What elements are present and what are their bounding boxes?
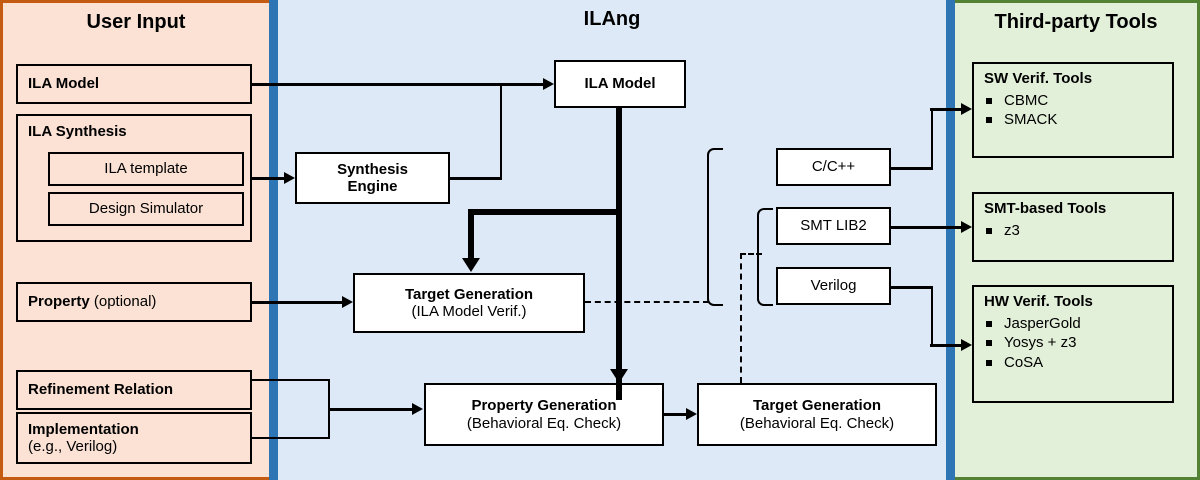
- node-synthesis-engine-line1: Synthesis: [337, 160, 408, 178]
- node-ila-model-label: ILA Model: [584, 75, 656, 93]
- node-output-verilog-label: Verilog: [810, 277, 857, 295]
- node-target-gen-ila[interactable]: Target Generation (ILA Model Verif.): [353, 273, 585, 333]
- node-output-smtlib2[interactable]: SMT LIB2: [776, 207, 891, 245]
- node-property-suffix: (optional): [93, 293, 157, 311]
- node-target-gen-beq[interactable]: Target Generation (Behavioral Eq. Check): [697, 383, 937, 446]
- group-smt-based-tools-list: z3: [974, 221, 1172, 240]
- node-target-gen-ila-line2: (ILA Model Verif.): [411, 303, 527, 320]
- node-property-label: Property (optional): [28, 293, 157, 311]
- tool-item: JasperGold: [974, 314, 1172, 333]
- node-output-smtlib2-label: SMT LIB2: [800, 217, 867, 235]
- edge-verilog-out: [891, 286, 933, 289]
- node-refinement-relation-label: Refinement Relation: [28, 381, 174, 399]
- node-ila-template[interactable]: ILA template: [48, 152, 244, 186]
- tool-item: z3: [974, 221, 1172, 240]
- edge-dashed-bracket-to-target-gen-beq: [740, 253, 742, 383]
- node-design-simulator[interactable]: Design Simulator: [48, 192, 244, 226]
- group-sw-verif-tools[interactable]: SW Verif. Tools CBMC SMACK: [972, 62, 1174, 158]
- group-smt-based-tools-title: SMT-based Tools: [984, 200, 1107, 217]
- arrowhead-property-gen-left: [412, 403, 423, 415]
- node-refinement-relation[interactable]: Refinement Relation: [16, 370, 252, 410]
- edge-ila-model-trunk: [616, 107, 622, 400]
- node-ila-synthesis[interactable]: ILA Synthesis ILA template Design Simula…: [16, 114, 252, 242]
- arrowhead-ila-model: [543, 78, 554, 90]
- bracket-smt-verilog: [757, 208, 773, 306]
- node-output-verilog[interactable]: Verilog: [776, 267, 891, 305]
- edge-synth-out: [450, 177, 502, 180]
- node-synthesis-engine-line2: Engine: [347, 178, 398, 195]
- edge-synth-riser: [499, 83, 502, 179]
- node-property[interactable]: Property (optional): [16, 282, 252, 322]
- panel-third-party-tools-title: Third-party Tools: [994, 11, 1158, 33]
- arrowhead-target-gen-ila-left: [342, 296, 353, 308]
- arrowhead-property-gen: [610, 369, 628, 383]
- group-hw-verif-tools-title: HW Verif. Tools: [984, 293, 1093, 310]
- node-implementation-sub: (e.g., Verilog): [28, 438, 118, 455]
- node-target-gen-ila-line1: Target Generation: [404, 285, 534, 303]
- edge-ila-model-to-ila-model: [252, 83, 543, 86]
- node-ila-model-input[interactable]: ILA Model: [16, 64, 252, 104]
- node-property-gen-line2: (Behavioral Eq. Check): [466, 414, 622, 432]
- node-target-gen-beq-line1: Target Generation: [752, 397, 882, 415]
- group-smt-based-tools[interactable]: SMT-based Tools z3: [972, 192, 1174, 262]
- bracket-all-outputs: [707, 148, 723, 306]
- group-sw-verif-tools-title: SW Verif. Tools: [984, 70, 1093, 87]
- node-target-gen-beq-line2: (Behavioral Eq. Check): [739, 414, 895, 432]
- node-design-simulator-label: Design Simulator: [88, 200, 204, 218]
- edge-cpp-out: [891, 167, 933, 170]
- edge-trunk-branch-down: [468, 209, 474, 259]
- node-output-cpp-label: C/C++: [811, 158, 856, 176]
- arrowhead-synthesis-engine: [284, 172, 295, 184]
- node-output-cpp[interactable]: C/C++: [776, 148, 891, 186]
- edge-cpp-to-sw-tools: [930, 108, 963, 111]
- panel-ilang-title: ILAng: [583, 8, 641, 30]
- tool-item: CBMC: [974, 91, 1172, 110]
- edge-merge-to-property-gen: [328, 408, 413, 411]
- node-implementation-label: Implementation: [28, 420, 139, 438]
- edge-template-to-synth: [252, 177, 284, 180]
- edge-cpp-riser: [930, 108, 933, 169]
- edge-dashed-bracket-stub: [740, 253, 762, 255]
- edge-dashed-target-gen-ila-to-bracket: [585, 301, 709, 303]
- group-sw-verif-tools-list: CBMC SMACK: [974, 91, 1172, 129]
- arrowhead-smt-based-tools: [961, 221, 972, 233]
- edge-property-gen-to-target-gen-beq: [664, 413, 686, 416]
- node-property-gen[interactable]: Property Generation (Behavioral Eq. Chec…: [424, 383, 664, 446]
- node-implementation[interactable]: Implementation (e.g., Verilog): [16, 412, 252, 464]
- node-ila-template-label: ILA template: [104, 160, 188, 178]
- arrowhead-sw-verif-tools: [961, 103, 972, 115]
- edge-smtlib2-to-smt-tools: [891, 226, 963, 229]
- tool-item: CoSA: [974, 353, 1172, 372]
- node-ila-model[interactable]: ILA Model: [554, 60, 686, 108]
- edge-merge-refinement-implementation: [252, 379, 330, 439]
- arrowhead-hw-verif-tools: [961, 339, 972, 351]
- edge-verilog-drop: [930, 286, 933, 347]
- tool-item: Yosys + z3: [974, 333, 1172, 352]
- edge-verilog-to-hw-tools: [930, 344, 963, 347]
- edge-trunk-branch: [468, 209, 622, 215]
- node-property-gen-line1: Property Generation: [471, 397, 617, 415]
- node-ila-model-input-label: ILA Model: [28, 75, 100, 93]
- group-hw-verif-tools[interactable]: HW Verif. Tools JasperGold Yosys + z3 Co…: [972, 285, 1174, 403]
- arrowhead-target-gen-ila: [462, 258, 480, 272]
- edge-property-to-target-gen: [252, 301, 342, 304]
- panel-user-input-title: User Input: [86, 11, 186, 33]
- arrowhead-target-gen-beq: [686, 408, 697, 420]
- group-hw-verif-tools-list: JasperGold Yosys + z3 CoSA: [974, 314, 1172, 372]
- tool-item: SMACK: [974, 110, 1172, 129]
- node-ila-synthesis-label: ILA Synthesis: [28, 123, 127, 140]
- node-synthesis-engine[interactable]: Synthesis Engine: [295, 152, 450, 204]
